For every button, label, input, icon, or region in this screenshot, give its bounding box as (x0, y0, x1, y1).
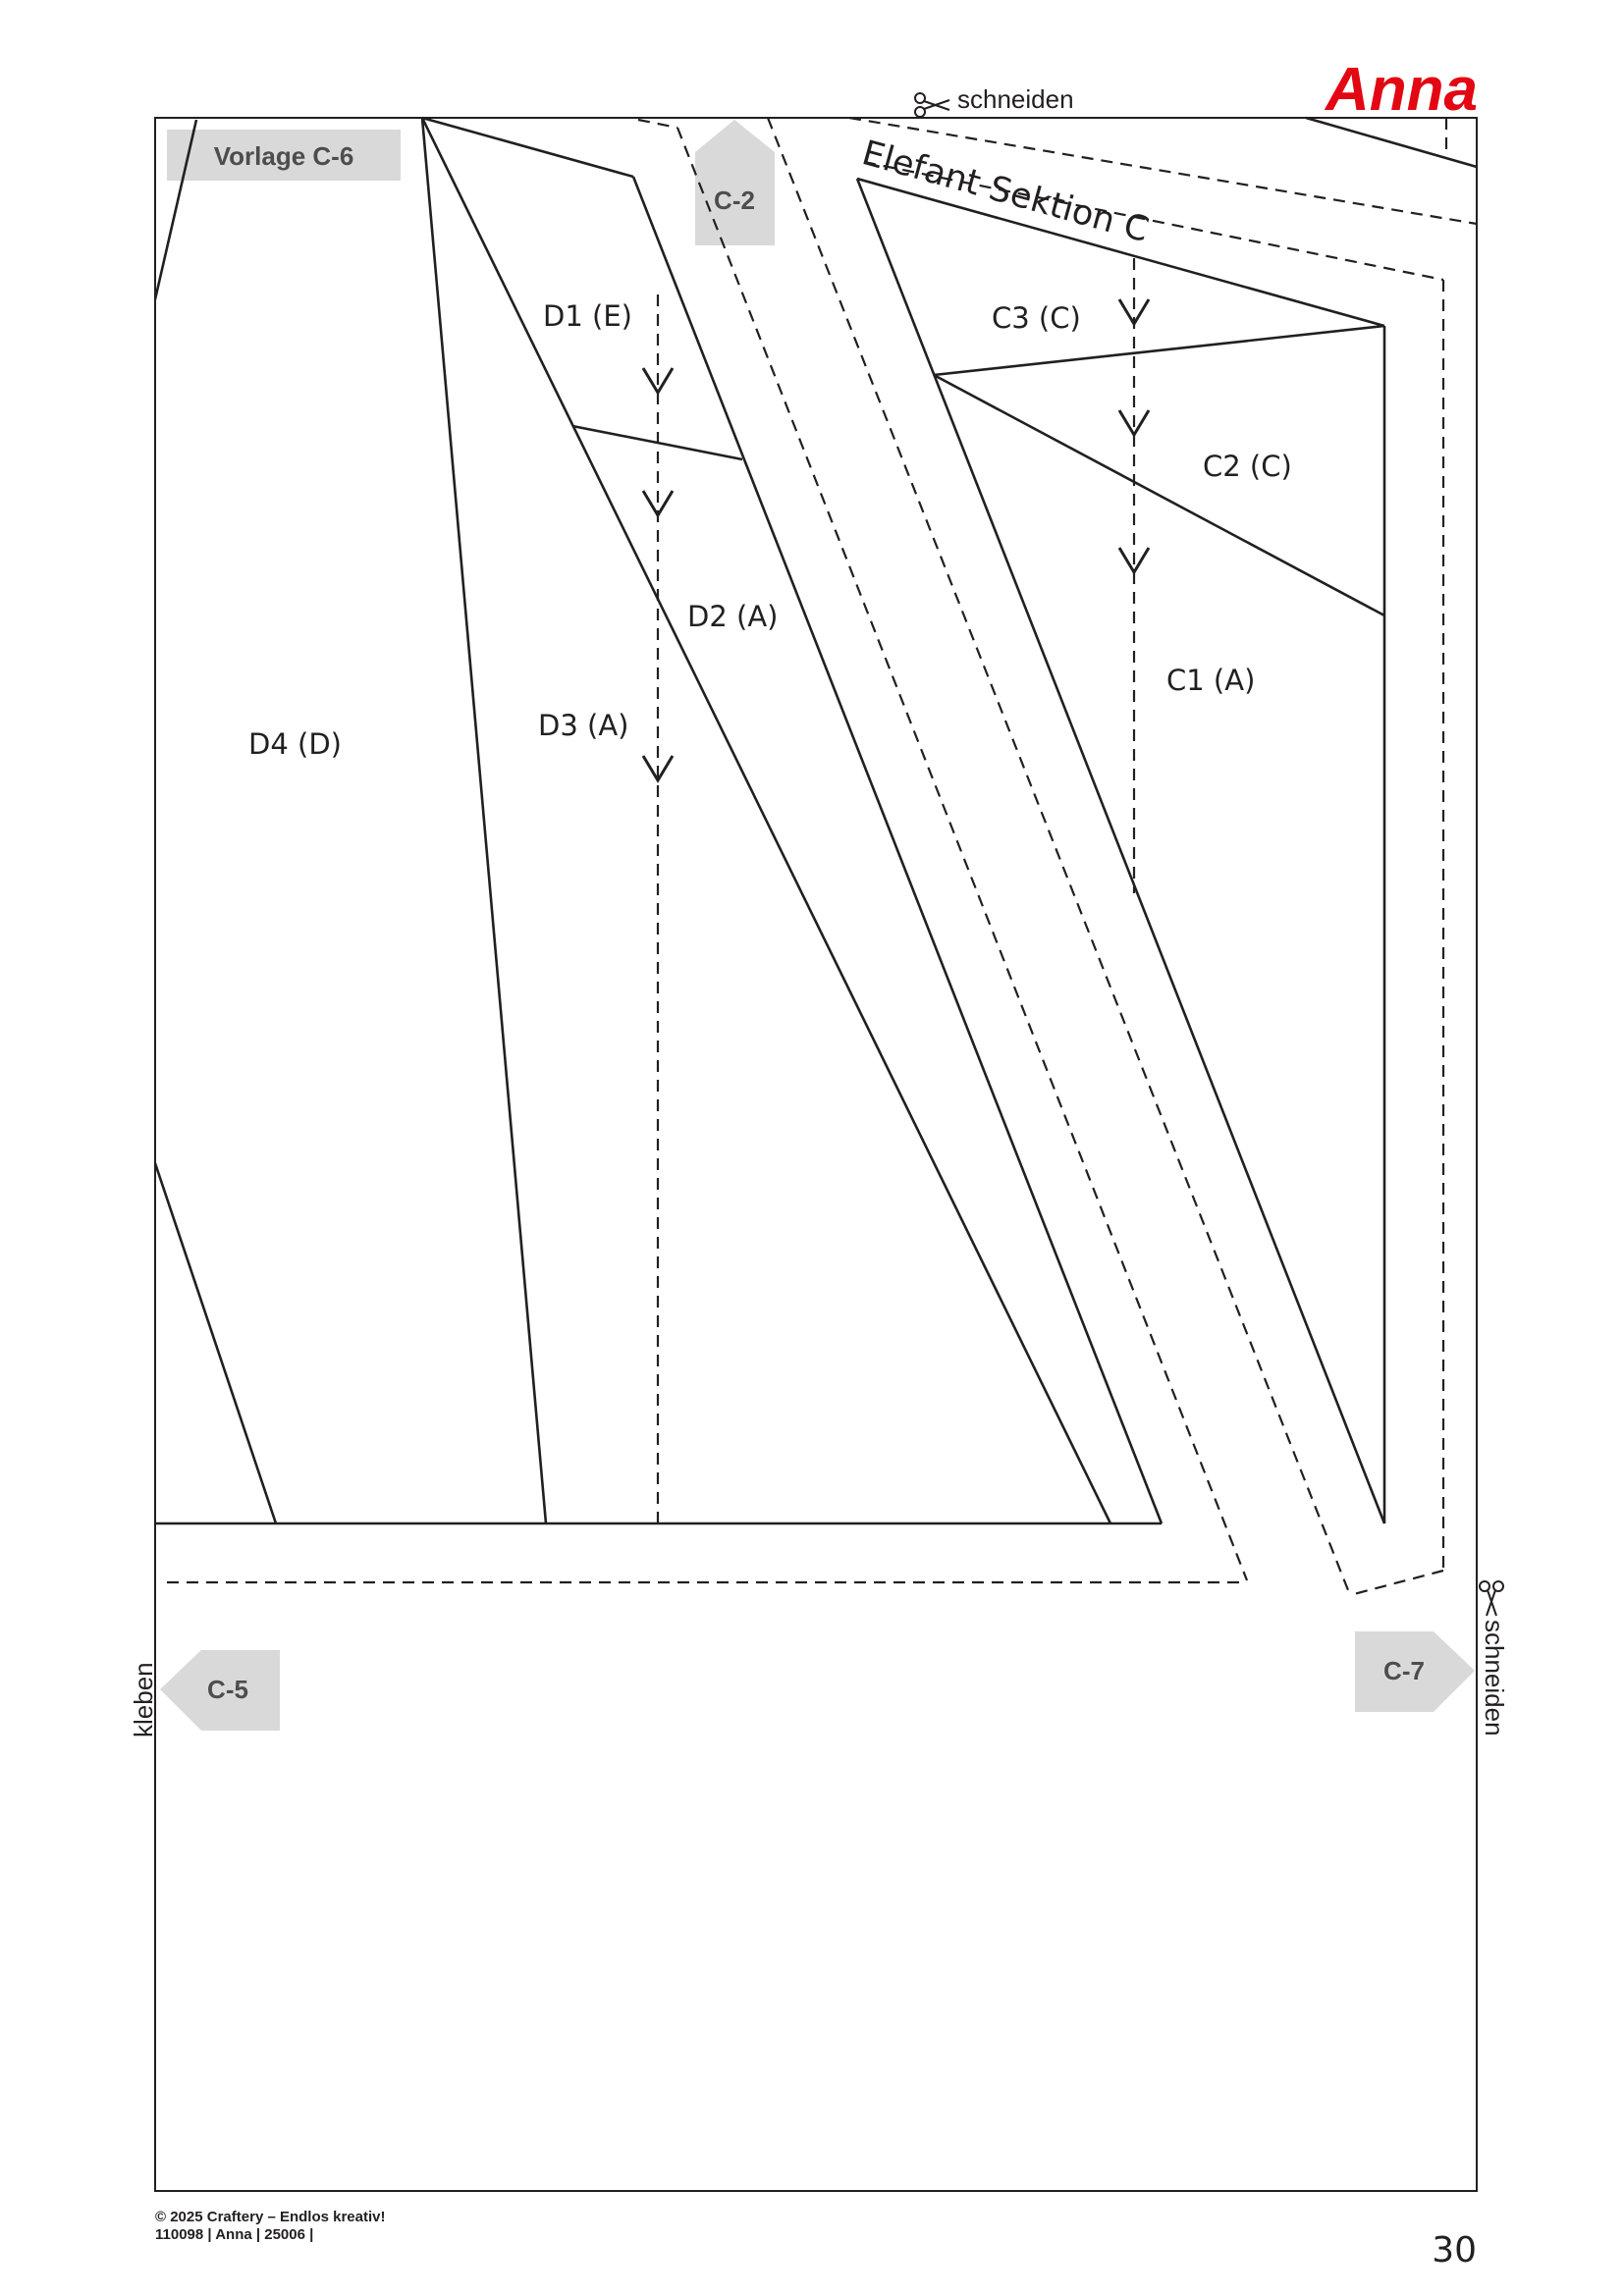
brand-logo: Anna (1324, 56, 1478, 124)
page-frame (154, 117, 1478, 2192)
template-name: Vorlage C-6 (214, 141, 354, 171)
template-label-box (167, 130, 401, 181)
piece-label-c1: C1 (A) (1166, 664, 1255, 697)
piece-label-d2: D2 (A) (687, 600, 778, 633)
scissors-icon (1479, 1580, 1504, 1617)
tab-c7 (1355, 1631, 1475, 1712)
tab-c5 (160, 1650, 280, 1731)
chevron-down-icon (641, 298, 1151, 783)
cut-label-top: schneiden (957, 84, 1074, 114)
piece-label-c2: C2 (C) (1203, 450, 1292, 483)
piece-label-c3: C3 (C) (992, 301, 1081, 335)
page-number: 30 (1432, 2230, 1477, 2270)
piece-label-d1: D1 (E) (543, 299, 632, 333)
tab-c5-label: C-5 (207, 1675, 248, 1704)
piece-label-d3: D3 (A) (538, 709, 628, 742)
piece-label-d4: D4 (D) (248, 727, 342, 761)
tab-c2-label: C-2 (714, 186, 755, 215)
solid-lines (153, 116, 1478, 1525)
cut-label-right: schneiden (1480, 1620, 1509, 1736)
footer-copyright: © 2025 Craftery – Endlos kreativ! (155, 2209, 386, 2225)
dashed-lines (167, 116, 1478, 1597)
tab-c7-label: C-7 (1383, 1656, 1425, 1685)
glue-label: kleben (129, 1662, 158, 1737)
tab-c2 (695, 120, 775, 245)
scissors-icon (914, 92, 950, 118)
footer-code: 110098 | Anna | 25006 | (155, 2226, 314, 2243)
